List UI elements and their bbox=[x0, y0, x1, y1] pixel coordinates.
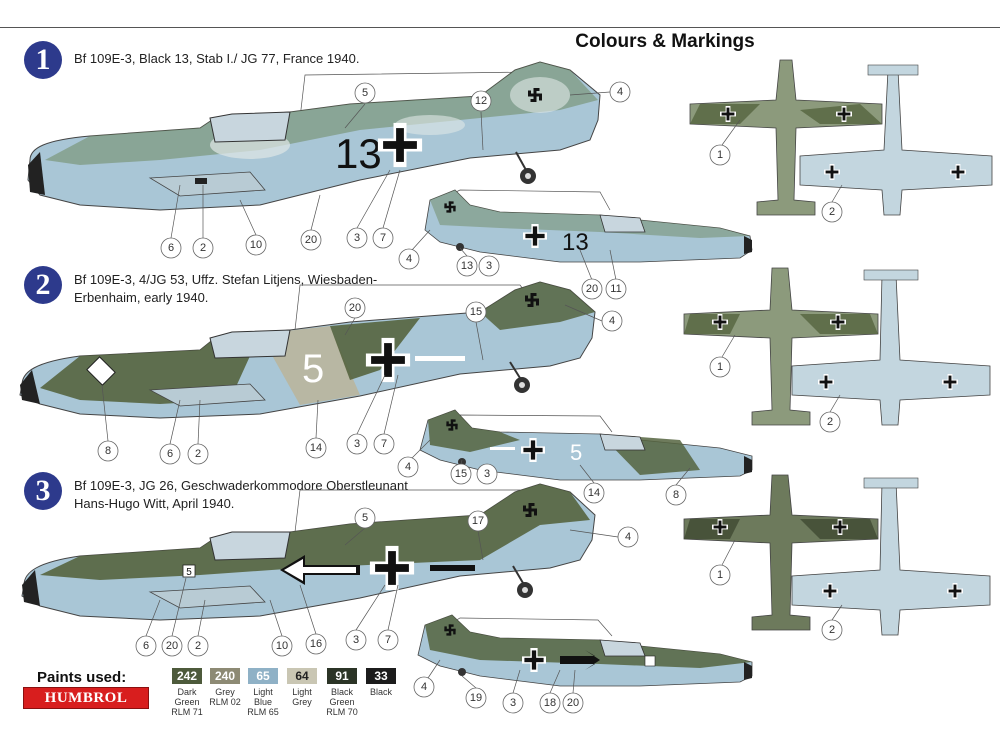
profile-1-caption: Bf 109E-3, Black 13, Stab I./ JG 77, Fra… bbox=[74, 51, 360, 66]
callouts-profile-1: 5 12 4 6 2 10 20 3 7 4 13 3 20 11 bbox=[160, 81, 631, 300]
profile-2-side-view-small: 5 bbox=[419, 409, 753, 481]
profile-1-badge: 1 bbox=[24, 41, 62, 79]
callouts-plan-views: 1 2 1 2 1 2 bbox=[709, 119, 843, 641]
svg-text:12: 12 bbox=[475, 95, 487, 107]
paint-swatch-33: 33 bbox=[366, 668, 396, 684]
svg-text:15: 15 bbox=[470, 306, 482, 318]
svg-text:17: 17 bbox=[472, 515, 484, 527]
profile-3-side-view: 5 bbox=[21, 483, 596, 621]
profile-3-cowl-code: 5 bbox=[186, 567, 192, 578]
svg-text:4: 4 bbox=[625, 531, 631, 543]
svg-text:4: 4 bbox=[617, 86, 623, 98]
paint-name-33: Black bbox=[369, 687, 392, 697]
svg-text:18: 18 bbox=[544, 697, 556, 709]
svg-text:1: 1 bbox=[717, 569, 723, 581]
svg-text:6: 6 bbox=[168, 242, 174, 254]
svg-text:7: 7 bbox=[380, 232, 386, 244]
profile-2-code: 5 bbox=[302, 347, 324, 391]
svg-text:16: 16 bbox=[310, 638, 322, 650]
svg-text:1: 1 bbox=[717, 361, 723, 373]
svg-text:2: 2 bbox=[195, 448, 201, 460]
profile-2-caption-line1: Bf 109E-3, 4/JG 53, Uffz. Stefan Litjens… bbox=[74, 272, 378, 287]
svg-text:13: 13 bbox=[461, 260, 473, 272]
plan-view-1-top bbox=[689, 59, 883, 216]
profile-2-small-code: 5 bbox=[570, 440, 582, 465]
plan-view-2-bottom bbox=[791, 269, 991, 426]
svg-text:4: 4 bbox=[421, 681, 427, 693]
profile-1-side-view-small: 13 bbox=[424, 189, 753, 263]
svg-text:7: 7 bbox=[381, 438, 387, 450]
callouts-profile-2: 20 15 4 8 6 2 14 3 7 4 15 3 14 8 bbox=[97, 297, 691, 506]
svg-text:2: 2 bbox=[829, 206, 835, 218]
humbrol-logo: HUMBROL bbox=[23, 687, 149, 709]
svg-text:4: 4 bbox=[406, 253, 412, 265]
svg-text:20: 20 bbox=[349, 302, 361, 314]
svg-text:3: 3 bbox=[484, 468, 490, 480]
plan-view-3-top bbox=[683, 474, 879, 631]
top-rule bbox=[0, 27, 1000, 28]
svg-text:19: 19 bbox=[470, 692, 482, 704]
svg-text:4: 4 bbox=[405, 461, 411, 473]
paint-swatch-240: 240 bbox=[210, 668, 240, 684]
svg-text:14: 14 bbox=[588, 487, 600, 499]
svg-text:6: 6 bbox=[167, 448, 173, 460]
profile-1-small-code: 13 bbox=[562, 229, 589, 256]
svg-text:3: 3 bbox=[486, 260, 492, 272]
svg-text:20: 20 bbox=[166, 640, 178, 652]
plan-view-2-top bbox=[683, 267, 879, 426]
profile-2-badge: 2 bbox=[24, 266, 62, 304]
svg-text:15: 15 bbox=[455, 468, 467, 480]
svg-text:2: 2 bbox=[829, 624, 835, 636]
profile-3-side-view-small bbox=[417, 614, 753, 687]
profile-2-side-view: 5 bbox=[19, 281, 596, 419]
svg-text:3: 3 bbox=[353, 634, 359, 646]
svg-text:8: 8 bbox=[673, 489, 679, 501]
svg-text:11: 11 bbox=[610, 283, 621, 295]
paint-swatch-91: 91 bbox=[327, 668, 357, 684]
svg-text:7: 7 bbox=[385, 634, 391, 646]
callouts-profile-3: 5 17 4 6 20 2 10 16 3 7 4 19 3 18 20 bbox=[135, 507, 639, 714]
svg-text:5: 5 bbox=[362, 87, 368, 99]
svg-text:1: 1 bbox=[717, 149, 723, 161]
svg-text:2: 2 bbox=[827, 416, 833, 428]
profile-3-caption-line1: Bf 109E-3, JG 26, Geschwaderkommodore Ob… bbox=[74, 478, 408, 493]
svg-text:3: 3 bbox=[510, 697, 516, 709]
svg-text:8: 8 bbox=[105, 445, 111, 457]
plan-view-1-bottom bbox=[799, 64, 993, 216]
svg-text:20: 20 bbox=[586, 283, 598, 295]
svg-text:2: 2 bbox=[200, 242, 206, 254]
svg-text:14: 14 bbox=[310, 442, 322, 454]
page-title: Colours & Markings bbox=[575, 31, 755, 52]
svg-text:10: 10 bbox=[276, 640, 288, 652]
paint-swatch-64: 64 bbox=[287, 668, 317, 684]
svg-text:4: 4 bbox=[609, 315, 615, 327]
svg-text:5: 5 bbox=[362, 512, 368, 524]
paint-swatch-242: 242 bbox=[172, 668, 202, 684]
svg-text:6: 6 bbox=[143, 640, 149, 652]
profile-2-caption-line2: Erbenhaim, early 1940. bbox=[74, 290, 209, 305]
paints-label: Paints used: bbox=[37, 669, 127, 686]
paint-swatch-65: 65 bbox=[248, 668, 278, 684]
svg-text:20: 20 bbox=[305, 234, 317, 246]
svg-text:3: 3 bbox=[354, 232, 360, 244]
svg-text:10: 10 bbox=[250, 239, 262, 251]
profile-1-side-view: 13 bbox=[27, 61, 601, 211]
svg-text:20: 20 bbox=[567, 697, 579, 709]
svg-text:2: 2 bbox=[195, 640, 201, 652]
profile-3-caption-line2: Hans-Hugo Witt, April 1940. bbox=[74, 496, 235, 511]
plan-view-3-bottom bbox=[791, 477, 991, 636]
svg-text:3: 3 bbox=[354, 438, 360, 450]
profile-1-code: 13 bbox=[335, 130, 382, 177]
profile-3-badge: 3 bbox=[24, 472, 62, 510]
